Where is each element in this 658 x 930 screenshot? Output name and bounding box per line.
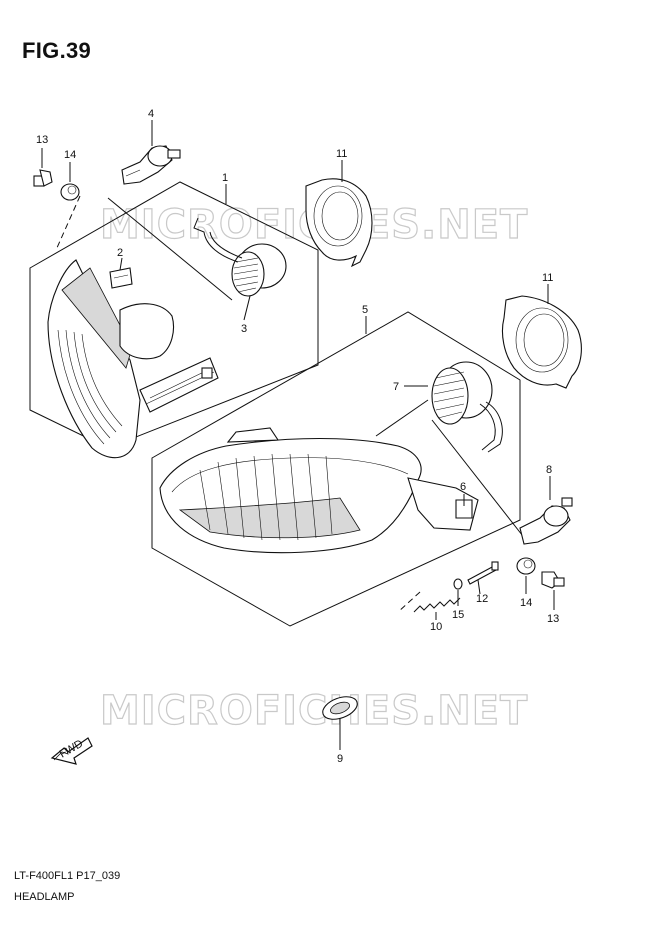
callout-15: 15 — [452, 609, 464, 621]
callout-12: 12 — [476, 593, 488, 605]
callout-3: 3 — [241, 323, 247, 335]
ring-11-right — [501, 284, 582, 389]
callout-9: 9 — [337, 753, 343, 765]
grommet-14-right — [516, 557, 536, 594]
grommet-9 — [322, 696, 358, 750]
figure-code: LT-F400FL1 P17_039 — [14, 870, 121, 882]
figure-title: FIG.39 — [22, 38, 92, 63]
socket-7 — [431, 361, 503, 453]
spring-10 — [413, 597, 461, 620]
socket-3 — [193, 217, 287, 297]
clip-2 — [109, 267, 133, 289]
callout-1: 1 — [222, 172, 228, 184]
left-assembly-frame — [29, 181, 319, 449]
callout-14-right: 14 — [520, 597, 532, 609]
callout-6: 6 — [460, 481, 466, 493]
callout-8: 8 — [546, 464, 552, 476]
fwd-arrow: FWD — [50, 737, 93, 765]
callout-14-top: 14 — [64, 149, 76, 161]
callout-13-top: 13 — [36, 134, 48, 146]
left-mount-bracket — [139, 357, 219, 413]
grommet-14-top — [60, 162, 80, 201]
ring-11-top — [305, 160, 373, 268]
bolt-13-right — [541, 571, 565, 610]
callout-11-top: 11 — [336, 148, 347, 160]
right-headlamp-assembly — [151, 311, 527, 627]
callout-4: 4 — [148, 108, 154, 120]
figure-name: HEADLAMP — [14, 891, 75, 903]
left-reflector-bowl — [119, 303, 175, 360]
washer-15 — [453, 578, 463, 606]
callout-10: 10 — [430, 621, 442, 633]
callout-13-right: 13 — [547, 613, 559, 625]
bulb-8 — [519, 476, 573, 545]
left-headlamp-assembly — [29, 181, 319, 459]
left-lens-housing — [47, 259, 141, 459]
callout-labels: 1 2 3 4 5 6 7 8 9 10 11 11 12 13 13 14 1… — [36, 108, 559, 765]
screw-12 — [467, 561, 499, 595]
watermark-bottom: MICROFICHES.NET — [100, 688, 528, 734]
callout-2: 2 — [117, 247, 123, 259]
bolt-13-top — [33, 148, 53, 187]
callout-5: 5 — [362, 304, 368, 316]
callout-7: 7 — [393, 381, 399, 393]
right-assembly-frame — [151, 311, 521, 627]
bulb-4 — [121, 120, 181, 185]
callout-11-right: 11 — [542, 272, 553, 284]
